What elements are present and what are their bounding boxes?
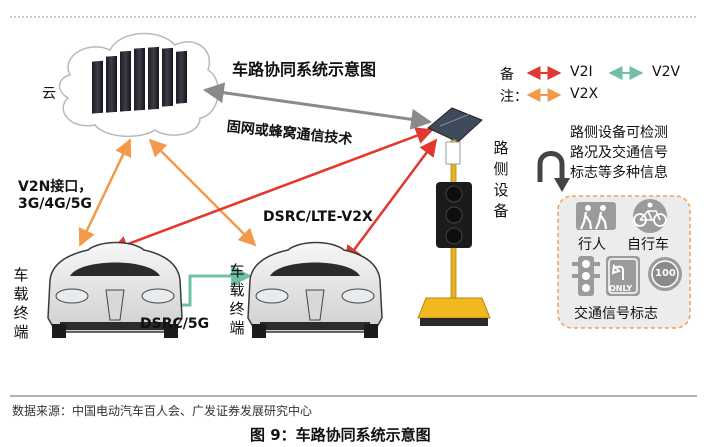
- car-right-icon: [247, 241, 383, 338]
- cloud-server-icon: [58, 32, 219, 138]
- legend-v2x-label: V2X: [570, 86, 599, 102]
- legend-v2i-label: V2I: [570, 64, 593, 80]
- legend-prefix-line1: 备: [500, 67, 514, 83]
- v2n-label-line1: V2N接口，: [18, 179, 93, 195]
- roadside-device-label: 路侧设备: [493, 139, 509, 220]
- legend-prefix-line2: 注：: [500, 89, 528, 105]
- pedestrian-icon: [576, 202, 616, 230]
- dsrc-lte-label: DSRC/LTE-V2X: [263, 209, 373, 225]
- only-turn-sign-icon: [606, 256, 640, 296]
- source-note: 数据来源：中国电动汽车百人会、广发证券发展研究中心: [12, 404, 313, 418]
- cloud-label: 云: [42, 86, 56, 102]
- car-left-icon: [47, 241, 183, 338]
- roadside-desc-line3: 标志等多种信息: [570, 165, 668, 181]
- bicycle-icon: [633, 199, 667, 233]
- speed-limit-value: 100: [655, 268, 676, 279]
- traffic-signal-label: 交通信号标志: [574, 306, 658, 322]
- diagram-title: 车路协同系统示意图: [232, 60, 377, 79]
- figure-caption: 图 9：车路协同系统示意图: [250, 426, 431, 444]
- dsrc5g-label: DSRC/5G: [140, 316, 210, 332]
- roadside-desc-line2: 路况及交通信号: [570, 145, 668, 161]
- bicycle-label: 自行车: [627, 237, 669, 253]
- info-flow-arrow: [537, 151, 565, 182]
- v2n-label-line2: 3G/4G/5G: [18, 196, 92, 212]
- pedestrian-label: 行人: [578, 237, 606, 253]
- vehicle-terminal-right-label: 车载终端: [229, 262, 245, 337]
- only-sign-text: ONLY: [609, 284, 633, 293]
- roadside-desc-line1: 路侧设备可检测: [570, 125, 668, 141]
- wired-link-arrow: [202, 82, 433, 130]
- legend-v2v-label: V2V: [652, 64, 681, 80]
- v2i-arrow-right-car: [343, 138, 438, 264]
- roadside-unit-icon: [417, 107, 491, 326]
- v2i-arrow-left-car: [110, 127, 434, 253]
- vehicle-terminal-left-label: 车载终端: [13, 266, 29, 341]
- traffic-light-icon: [572, 256, 600, 296]
